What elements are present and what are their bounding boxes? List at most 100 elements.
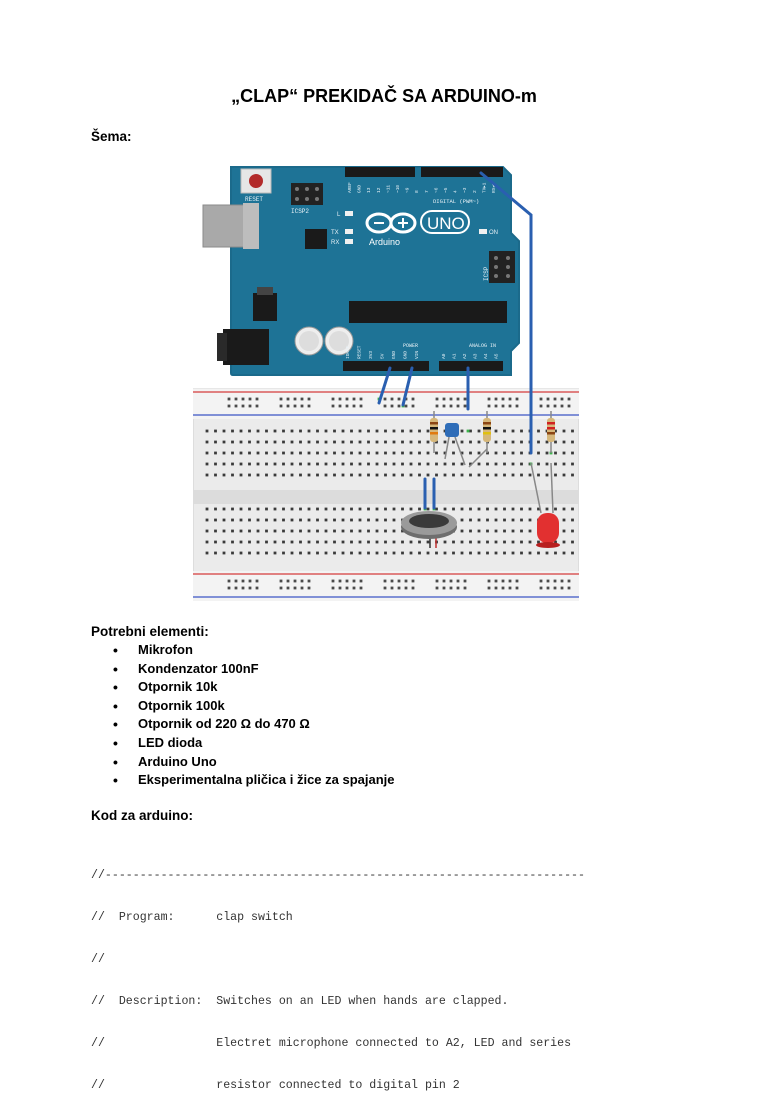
- breadboard-hole: [554, 462, 557, 466]
- breadboard-hole: [494, 429, 498, 433]
- breadboard-hole: [494, 551, 498, 555]
- power-analog-pin-label: A3: [473, 353, 479, 359]
- breadboard-hole: [384, 451, 387, 455]
- breadboard-hole: [452, 462, 455, 466]
- breadboard-hole: [443, 462, 447, 466]
- breadboard-hole: [494, 518, 498, 522]
- breadboard-hole: [515, 404, 519, 408]
- breadboard-hole: [435, 551, 438, 555]
- breadboard-hole: [290, 507, 294, 511]
- breadboard-hole: [487, 586, 491, 590]
- breadboard-hole: [435, 440, 438, 444]
- wire-pin2: [479, 171, 533, 455]
- breadboard-hole: [460, 473, 464, 477]
- breadboard-hole: [426, 507, 430, 511]
- breadboard-hole: [231, 429, 234, 433]
- breadboard-hole: [560, 397, 564, 401]
- breadboard-hole: [341, 429, 345, 433]
- breadboard-hole: [290, 429, 294, 433]
- breadboard-hole: [508, 397, 512, 401]
- breadboard-hole: [562, 451, 566, 455]
- digital-pin-label: ~5: [443, 187, 449, 193]
- breadboard-hole: [477, 451, 481, 455]
- breadboard-hole: [494, 440, 498, 444]
- breadboard-hole: [511, 551, 515, 555]
- breadboard-hole: [255, 397, 259, 401]
- breadboard-hole: [367, 429, 370, 433]
- breadboard-hole: [341, 507, 345, 511]
- breadboard-hole: [554, 507, 557, 511]
- breadboard-hole: [316, 540, 319, 544]
- breadboard-hole: [401, 540, 404, 544]
- breadboard-hole: [265, 451, 268, 455]
- breadboard-hole: [503, 529, 506, 533]
- code-line: //--------------------------------------…: [91, 869, 585, 882]
- breadboard-hole: [256, 440, 260, 444]
- breadboard-hole: [469, 529, 472, 533]
- breadboard-hole: [528, 551, 532, 555]
- breadboard-hole: [503, 462, 506, 466]
- page-title: „CLAP“ PREKIDAČ SA ARDUINO-m: [231, 86, 537, 106]
- code-line: // Electret microphone connected to A2, …: [91, 1037, 572, 1050]
- breadboard-hole: [324, 440, 328, 444]
- breadboard-hole: [477, 429, 481, 433]
- breadboard-hole: [520, 429, 523, 433]
- breadboard-hole: [503, 518, 506, 522]
- breadboard-hole: [442, 397, 446, 401]
- breadboard-hole: [239, 540, 243, 544]
- breadboard-hole: [352, 404, 356, 408]
- breadboard-hole: [537, 451, 540, 455]
- breadboard-hole: [341, 473, 345, 477]
- breadboard-hole: [392, 540, 396, 544]
- digital-pin-label: AREF: [347, 182, 353, 193]
- list-item: Kondenzator 100nF: [91, 660, 395, 679]
- digital-header-right: [421, 167, 503, 177]
- breadboard-hole: [560, 579, 564, 583]
- breadboard-hole: [333, 540, 336, 544]
- breadboard-hole: [494, 579, 498, 583]
- breadboard-hole: [545, 451, 549, 455]
- breadboard-hole: [463, 404, 467, 408]
- breadboard-hole: [494, 540, 498, 544]
- breadboard-hole: [560, 404, 564, 408]
- breadboard-hole: [501, 397, 505, 401]
- breadboard-hole: [539, 586, 543, 590]
- breadboard-hole: [324, 529, 328, 533]
- breadboard-hole: [383, 397, 387, 401]
- breadboard-hole: [554, 429, 557, 433]
- breadboard-hole: [222, 440, 226, 444]
- digital-pin-label: ~6: [433, 187, 439, 193]
- breadboard-hole: [404, 586, 408, 590]
- breadboard-hole: [359, 404, 363, 408]
- breadboard-hole: [545, 551, 549, 555]
- breadboard-hole: [449, 404, 453, 408]
- capacitor-100nf: [444, 423, 466, 466]
- breadboard-hole: [545, 507, 549, 511]
- breadboard-hole: [503, 551, 506, 555]
- breadboard-hole: [452, 551, 455, 555]
- uno-badge: [420, 210, 470, 234]
- breadboard-hole: [290, 551, 294, 555]
- breadboard-hole: [239, 462, 243, 466]
- breadboard-hole: [300, 579, 304, 583]
- breadboard-hole: [426, 551, 430, 555]
- breadboard-hole: [255, 586, 259, 590]
- breadboard-hole: [239, 451, 243, 455]
- breadboard-hole: [290, 462, 294, 466]
- breadboard-hole: [520, 529, 523, 533]
- l-led: [345, 211, 353, 216]
- wire-gnd: [401, 366, 414, 407]
- reset-label: RESET: [245, 196, 263, 203]
- breadboard-hole: [248, 518, 251, 522]
- breadboard-hole: [537, 507, 540, 511]
- breadboard-hole: [375, 462, 379, 466]
- breadboard-hole: [255, 404, 259, 408]
- breadboard-hole: [358, 462, 362, 466]
- breadboard-hole: [358, 473, 362, 477]
- breadboard-hole: [562, 540, 566, 544]
- breadboard-hole: [392, 440, 396, 444]
- breadboard-hole: [256, 429, 260, 433]
- breadboard-hole: [562, 473, 566, 477]
- breadboard-hole: [494, 462, 498, 466]
